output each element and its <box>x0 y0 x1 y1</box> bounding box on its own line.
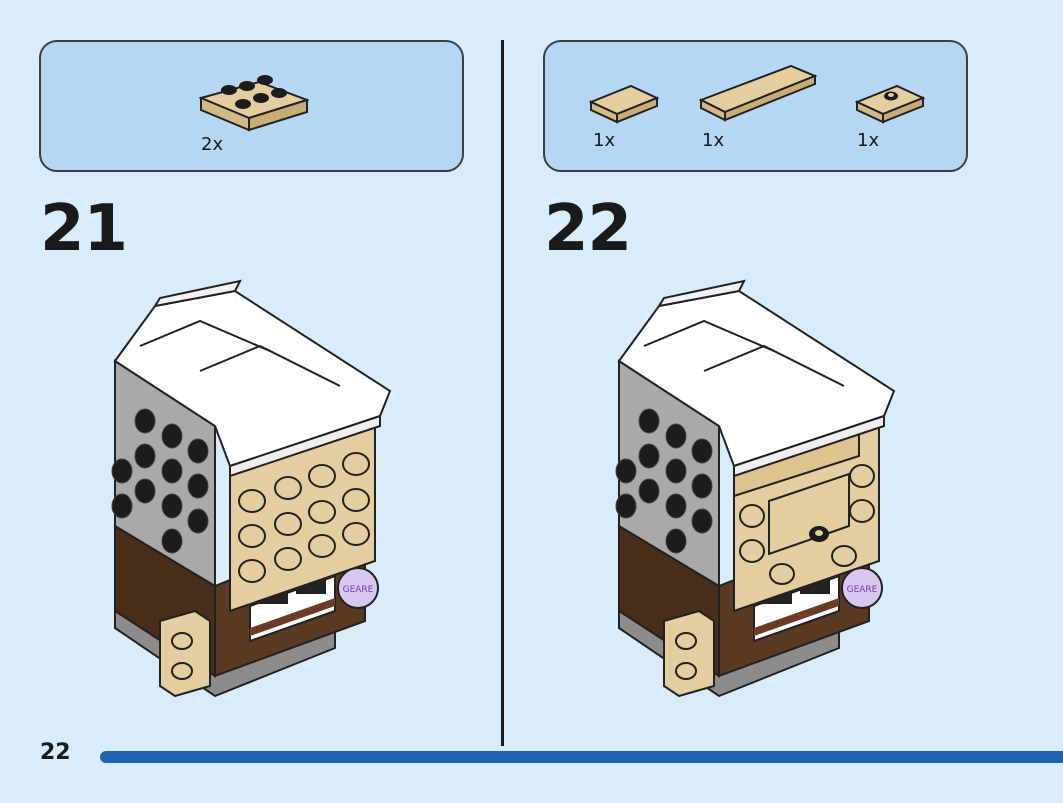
part-quantity: 1x <box>702 130 725 151</box>
step-divider <box>501 40 504 746</box>
brickheadz-model-step-21: GEARE <box>111 279 392 698</box>
brickheadz-model-step-22: GEARE <box>615 279 896 698</box>
part-quantity: 1x <box>857 130 880 151</box>
parts-callout-step-21: 2x <box>39 40 464 172</box>
step-number: 22 <box>544 192 632 266</box>
page-number: 22 <box>40 740 71 765</box>
badge-text: GEARE <box>847 585 878 595</box>
tan-jumper-plate-icon <box>855 84 926 124</box>
tan-tile-1x4-icon <box>699 64 818 122</box>
badge-text: GEARE <box>343 585 374 595</box>
parts-callout-step-22: 1x 1x 1x <box>543 40 968 172</box>
step-number: 21 <box>40 192 128 266</box>
progress-bar <box>100 751 1063 763</box>
tan-plate-2x3-icon <box>199 75 309 132</box>
part-quantity: 1x <box>593 130 616 151</box>
tan-tile-1x2-icon <box>589 84 660 124</box>
part-quantity: 2x <box>201 134 224 155</box>
